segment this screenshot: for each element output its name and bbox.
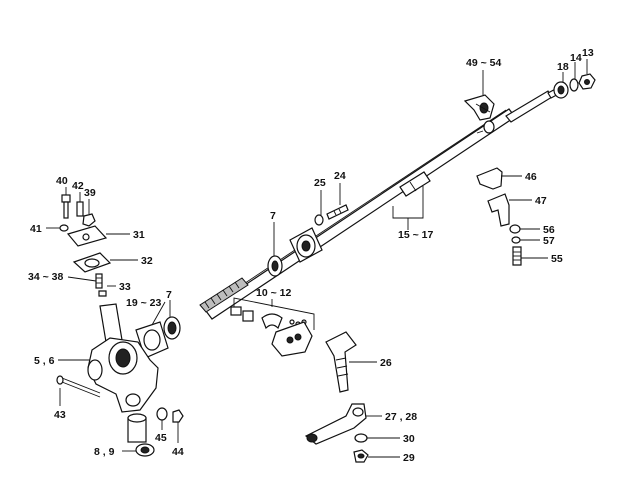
- column-collar: [399, 171, 431, 197]
- nut-39: [82, 213, 96, 227]
- washer-45: [156, 407, 168, 421]
- callout-40: 40: [56, 175, 68, 187]
- callout-42: 42: [72, 180, 84, 192]
- callout-33: 33: [119, 281, 131, 293]
- callout-49-54: 49 ~ 54: [466, 57, 501, 69]
- bolt-43: [56, 375, 101, 398]
- callout-39: 39: [84, 187, 96, 199]
- washer-14: [569, 78, 579, 92]
- washer-56: [509, 224, 521, 234]
- worm-gear-shaft: [199, 277, 249, 313]
- washer-41: [59, 224, 69, 232]
- column-flange: [289, 227, 323, 263]
- gasket-32: [72, 252, 112, 273]
- callout-7-lower: 7: [166, 289, 172, 301]
- bearing-7-lower: [163, 316, 181, 340]
- callout-34-38: 34 ~ 38: [28, 271, 63, 283]
- callout-41: 41: [30, 223, 42, 235]
- bolt-24: [326, 204, 349, 220]
- callout-44: 44: [172, 446, 184, 458]
- bracket-46: [476, 167, 503, 190]
- cover-31: [66, 225, 108, 247]
- callout-26: 26: [380, 357, 392, 369]
- callout-45: 45: [155, 432, 167, 444]
- callout-14: 14: [570, 52, 582, 64]
- bolt-55: [512, 246, 522, 266]
- callout-43: 43: [54, 409, 66, 421]
- sector-shaft: [99, 303, 123, 343]
- washer-30: [354, 433, 368, 443]
- callout-46: 46: [525, 171, 537, 183]
- nut-29: [353, 449, 369, 463]
- callout-8-9: 8 , 9: [94, 446, 115, 458]
- washer-25: [314, 214, 324, 226]
- callout-27-28: 27 , 28: [385, 411, 417, 423]
- ball-nut-12: [271, 321, 313, 357]
- column-clamp-49-54: [463, 94, 495, 134]
- callout-24: 24: [334, 170, 346, 182]
- callout-10-12: 10 ~ 12: [256, 287, 291, 299]
- washer-57: [511, 236, 521, 244]
- screw-33: [98, 290, 107, 297]
- callout-13: 13: [582, 47, 594, 59]
- callout-32: 32: [141, 255, 153, 267]
- callout-5-6: 5 , 6: [34, 355, 55, 367]
- callout-19-23: 19 ~ 23: [126, 297, 161, 309]
- callout-55: 55: [551, 253, 563, 265]
- idler-arm-26: [325, 331, 357, 393]
- callout-7-upper: 7: [270, 210, 276, 222]
- bearing-7-upper: [267, 255, 283, 277]
- callout-labels: 13 14 18 49 ~ 54 46 47 56 57 55 15 ~ 17 …: [28, 47, 594, 464]
- gasket-19-23: [135, 321, 169, 359]
- callout-57: 57: [543, 235, 555, 247]
- bracket-47: [487, 193, 510, 227]
- nut-13: [578, 73, 596, 90]
- bolt-40: [61, 194, 71, 219]
- nut-18: [553, 81, 569, 99]
- callout-56: 56: [543, 224, 555, 236]
- bolt-42: [76, 201, 84, 217]
- callout-30: 30: [403, 433, 415, 445]
- nut-44: [172, 409, 184, 423]
- callout-15-17: 15 ~ 17: [398, 229, 433, 241]
- callout-47: 47: [535, 195, 547, 207]
- callout-18: 18: [557, 61, 569, 73]
- ball-guide-10: [230, 306, 254, 322]
- callout-25: 25: [314, 177, 326, 189]
- gear-housing-5-6: [87, 337, 159, 413]
- bushing-8-9: [127, 413, 155, 457]
- pitman-arm-27-28: [304, 403, 367, 445]
- steering-column-tube: [205, 108, 516, 320]
- leader-lines: [46, 59, 588, 458]
- callout-31: 31: [133, 229, 145, 241]
- adjust-screw-34-38: [95, 273, 103, 289]
- callout-29: 29: [403, 452, 415, 464]
